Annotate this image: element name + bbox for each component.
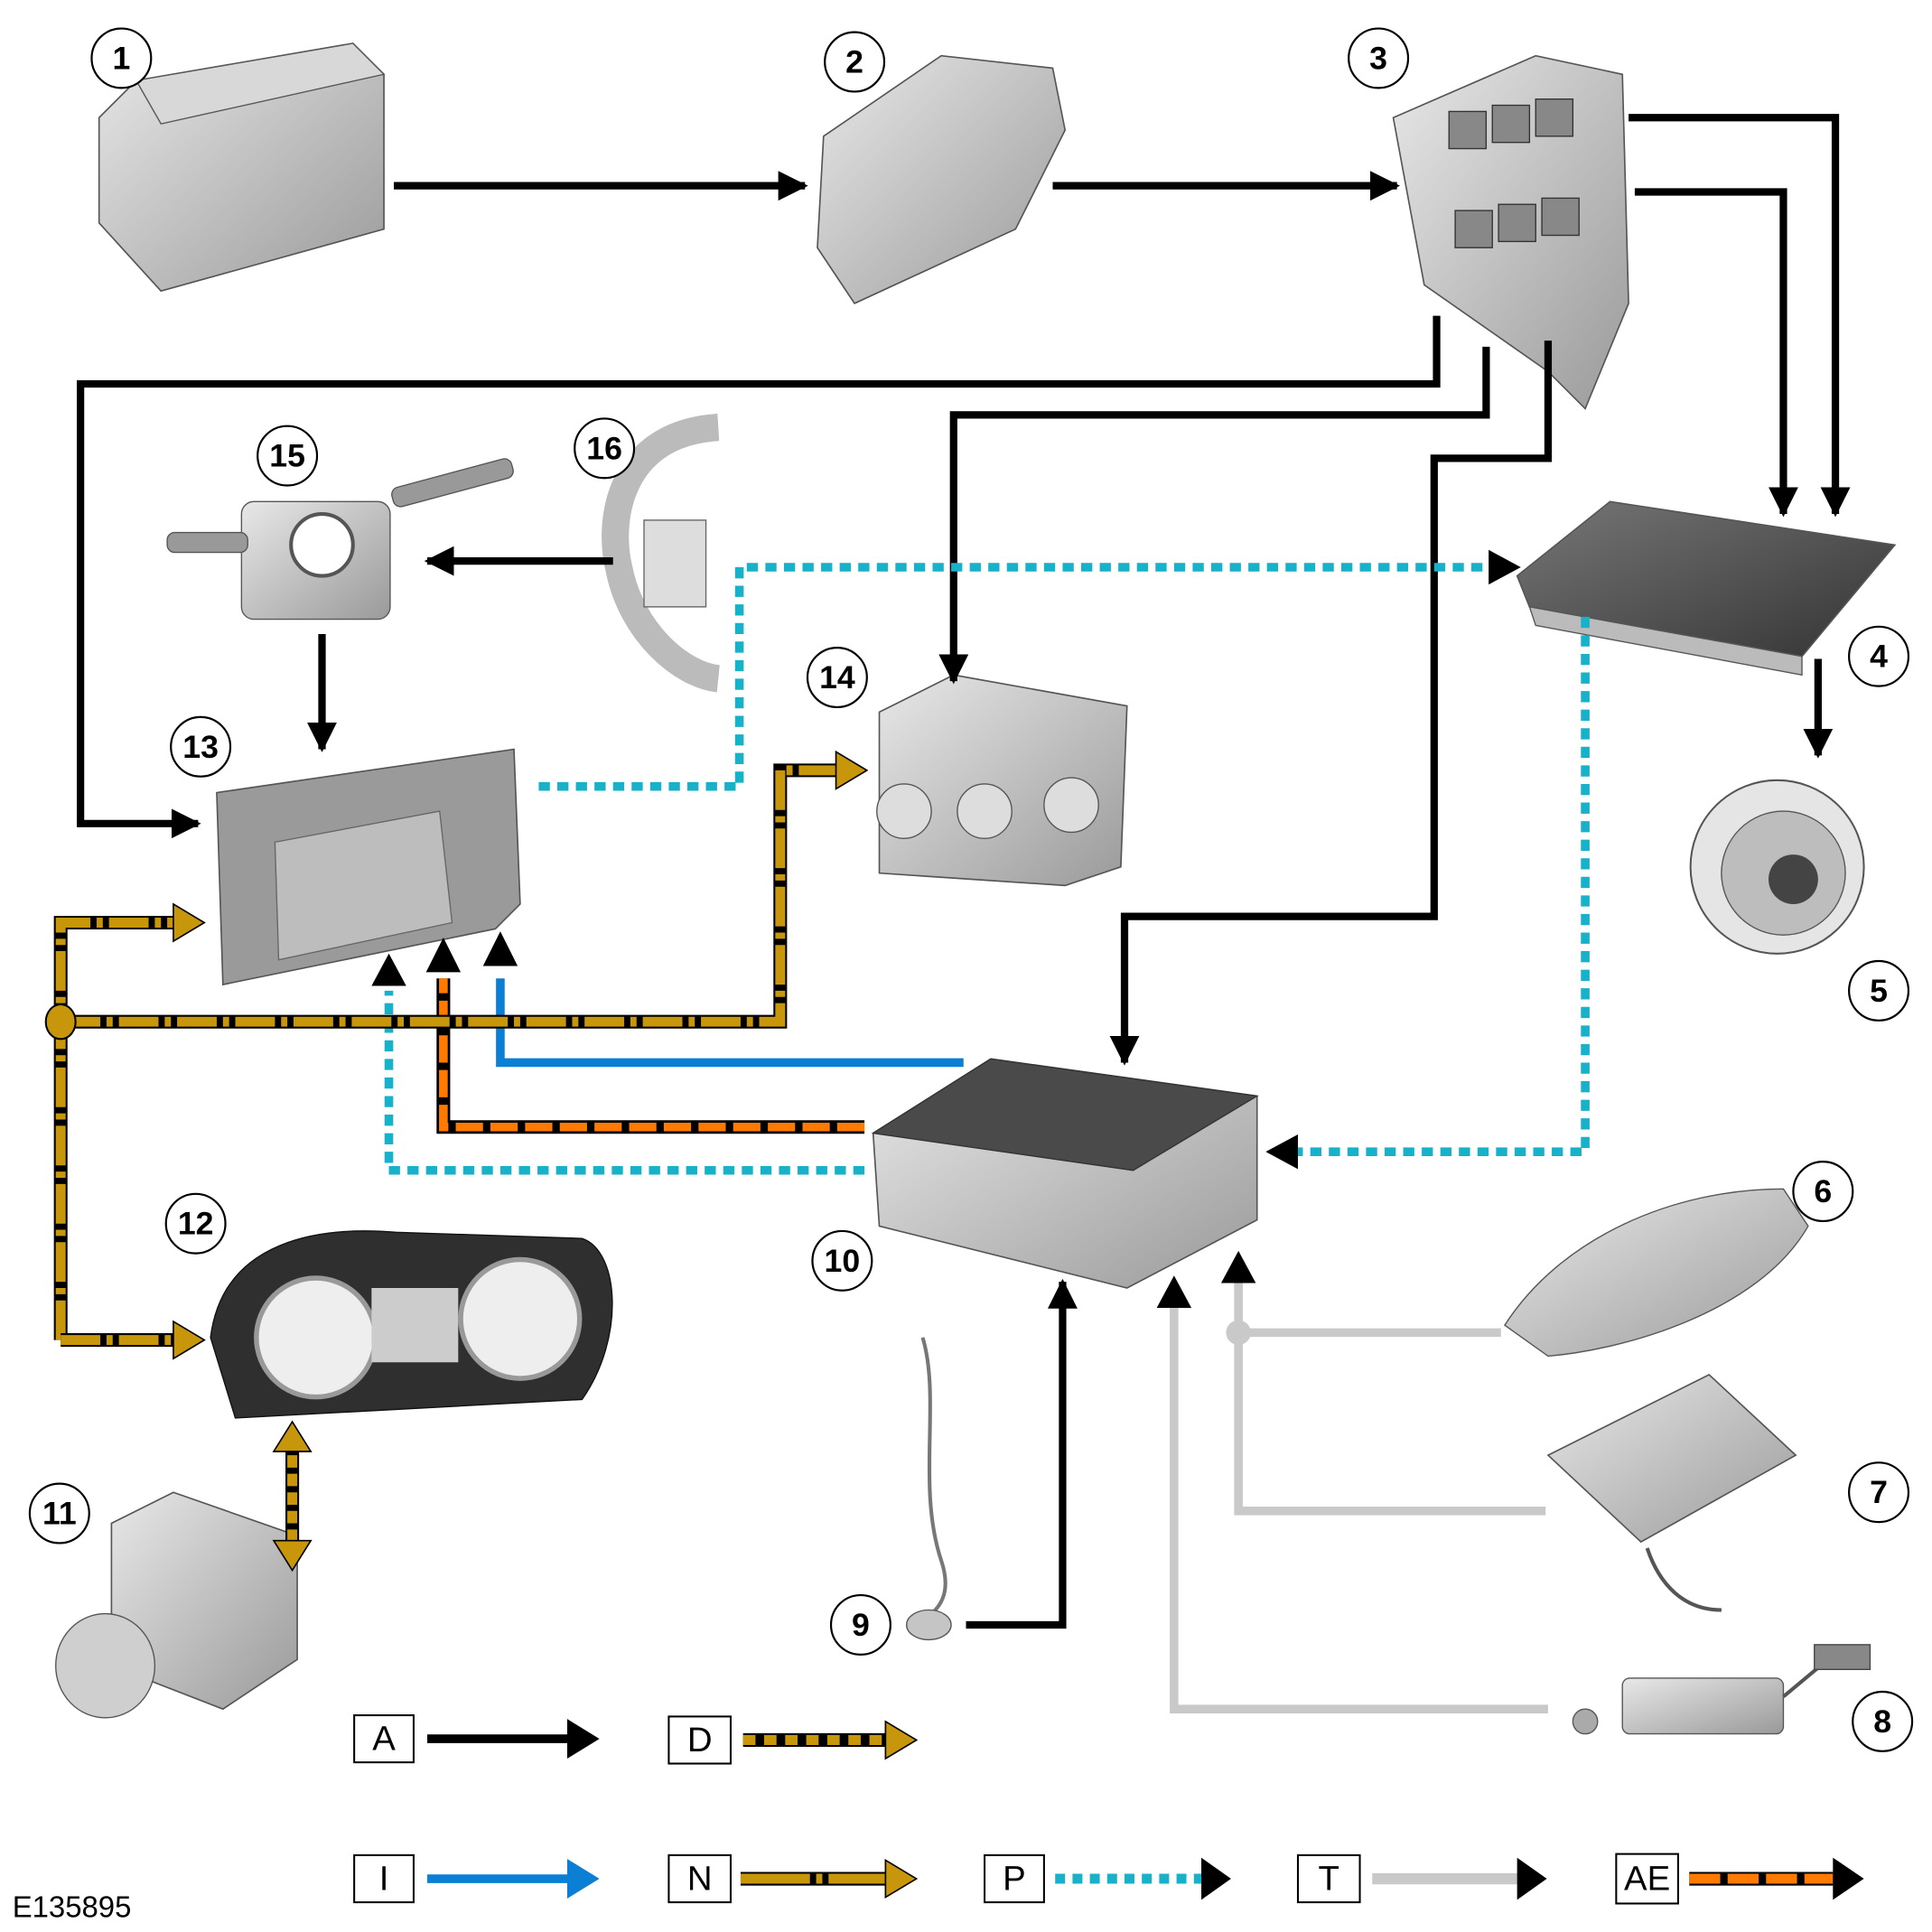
svg-text:I: I bbox=[379, 1860, 389, 1899]
wire-3-to-4b bbox=[1634, 188, 1798, 518]
callout-6: 6 bbox=[1792, 1161, 1854, 1223]
connection-n-gold-bus bbox=[53, 763, 843, 1554]
svg-text:12: 12 bbox=[178, 1206, 214, 1242]
callout-14: 14 bbox=[806, 647, 868, 709]
wire-3-to-10 bbox=[1109, 341, 1553, 1066]
feed-7 bbox=[1234, 1332, 1546, 1516]
component-12-instrument-cluster bbox=[210, 1230, 613, 1419]
wire-3-to-13 bbox=[77, 315, 1441, 839]
bus-4-to-10 bbox=[1293, 616, 1590, 1156]
callout-7: 7 bbox=[1848, 1461, 1910, 1524]
component-14-integrated-control-panel bbox=[876, 674, 1128, 887]
legend-item-i: I bbox=[353, 1853, 600, 1904]
svg-text:16: 16 bbox=[586, 430, 622, 466]
component-2-battery-junction-box bbox=[817, 54, 1067, 304]
callout-15: 15 bbox=[257, 425, 319, 487]
component-6-roof-antenna bbox=[1504, 1188, 1809, 1358]
connections-a-black bbox=[77, 114, 1851, 1629]
antenna-splice-node bbox=[1226, 1320, 1251, 1346]
svg-text:15: 15 bbox=[269, 438, 305, 474]
bus-splice-node bbox=[44, 1003, 77, 1041]
svg-text:AE: AE bbox=[1624, 1860, 1670, 1899]
svg-text:4: 4 bbox=[1870, 639, 1888, 675]
connections-t-gray bbox=[1170, 1282, 1548, 1713]
callout-16: 16 bbox=[574, 417, 636, 480]
component-8-antenna-amplifier bbox=[1572, 1644, 1871, 1735]
component-10-audio-unit bbox=[871, 1058, 1259, 1289]
legend-item-d: D bbox=[667, 1715, 919, 1765]
legend-item-ae: AE bbox=[1615, 1853, 1864, 1905]
connection-i-blue bbox=[482, 931, 964, 1068]
legend-item-t: T bbox=[1296, 1853, 1547, 1904]
callouts: 1 2 3 4 5 6 7 8 9 10 11 12 13 14 15 16 bbox=[28, 27, 1914, 1752]
bus-10-to-13 bbox=[384, 990, 865, 1175]
svg-text:T: T bbox=[1319, 1860, 1339, 1899]
bus-13-to-4 bbox=[538, 563, 1493, 791]
component-7-antenna-module bbox=[1546, 1373, 1797, 1612]
component-4-audio-amplifier bbox=[1516, 500, 1897, 677]
legend-item-n: N bbox=[667, 1853, 919, 1904]
svg-text:6: 6 bbox=[1814, 1173, 1832, 1209]
svg-text:3: 3 bbox=[1369, 40, 1387, 76]
callout-12: 12 bbox=[164, 1192, 227, 1255]
callout-8: 8 bbox=[1852, 1690, 1914, 1752]
wire-9-to-10 bbox=[966, 1278, 1078, 1629]
callout-5: 5 bbox=[1848, 959, 1910, 1022]
connections-p-cyan bbox=[384, 563, 1590, 1175]
callout-1: 1 bbox=[90, 27, 153, 89]
component-16-steering-wheel-switches bbox=[602, 413, 721, 693]
callout-2: 2 bbox=[824, 31, 886, 93]
callout-10: 10 bbox=[811, 1229, 873, 1292]
svg-text:A: A bbox=[372, 1720, 396, 1759]
callout-4: 4 bbox=[1848, 625, 1910, 687]
feed-8 bbox=[1170, 1306, 1548, 1713]
cyan-arrowheads bbox=[371, 549, 1521, 1170]
gold-arrowheads bbox=[173, 750, 869, 1573]
wire-3-to-14 bbox=[938, 346, 1490, 685]
figure-id: E135895 bbox=[13, 1890, 132, 1924]
svg-text:9: 9 bbox=[852, 1607, 870, 1643]
component-11-abs-module bbox=[55, 1491, 298, 1719]
component-1-battery bbox=[98, 42, 386, 293]
feed-6 bbox=[1234, 1282, 1501, 1338]
component-15-clockspring-switchgear bbox=[166, 458, 514, 621]
callout-3: 3 bbox=[1348, 27, 1410, 89]
svg-text:11: 11 bbox=[42, 1496, 77, 1532]
gray-arrowheads bbox=[1156, 1250, 1256, 1308]
svg-text:P: P bbox=[1003, 1860, 1026, 1899]
svg-text:7: 7 bbox=[1870, 1474, 1888, 1510]
svg-text:5: 5 bbox=[1870, 973, 1888, 1009]
svg-text:D: D bbox=[687, 1721, 713, 1759]
component-5-speaker bbox=[1689, 779, 1865, 955]
svg-text:2: 2 bbox=[845, 44, 863, 80]
legend-item-p: P bbox=[984, 1853, 1231, 1904]
component-13-touch-screen-display bbox=[216, 748, 521, 986]
svg-text:8: 8 bbox=[1873, 1703, 1891, 1740]
svg-text:14: 14 bbox=[819, 659, 855, 695]
callout-13: 13 bbox=[170, 715, 232, 778]
component-9-microphone bbox=[905, 1337, 952, 1641]
legend-item-a: A bbox=[353, 1714, 600, 1764]
wire-3-to-4a bbox=[1629, 114, 1851, 518]
svg-text:10: 10 bbox=[825, 1243, 861, 1279]
callout-11: 11 bbox=[28, 1482, 90, 1545]
svg-text:N: N bbox=[687, 1860, 713, 1899]
svg-text:1: 1 bbox=[112, 40, 130, 76]
component-3-central-junction-box bbox=[1392, 54, 1629, 410]
legend: A D I N P bbox=[353, 1714, 1864, 1905]
callout-9: 9 bbox=[829, 1593, 891, 1656]
svg-text:13: 13 bbox=[182, 729, 219, 765]
